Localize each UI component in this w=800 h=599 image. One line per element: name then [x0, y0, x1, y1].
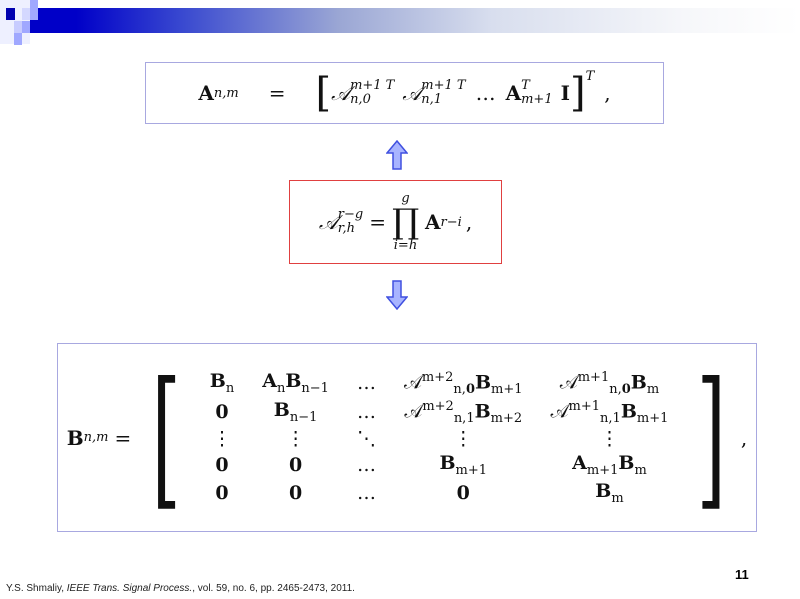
matrix-cell: Bn−1 — [273, 399, 318, 426]
matrix-cell: ⋮ — [453, 427, 473, 450]
eq1-identity: I — [560, 81, 570, 105]
matrix-cell: ⋮ — [599, 427, 619, 450]
matrix-cell: 𝒜m+1n,1Bm+1 — [550, 398, 669, 426]
matrix-cell: 0 — [288, 481, 303, 504]
matrix-cell: 0 — [288, 453, 303, 476]
bracket-left: [ — [315, 70, 332, 116]
citation: Y.S. Shmaliy, IEEE Trans. Signal Process… — [6, 583, 355, 594]
eq2-term-sub: r−i — [440, 214, 462, 230]
eq2-equals: = — [369, 210, 386, 234]
arrow-up-icon — [386, 140, 408, 170]
matrix-cell: ⋮ — [212, 427, 232, 450]
matrix-cell: ⋮ — [286, 427, 306, 450]
eq1-term2-sup: m+1 T — [421, 78, 466, 93]
eq1-lhs: A — [198, 81, 214, 105]
page-number: 11 — [735, 567, 749, 582]
decor-square — [6, 8, 15, 20]
bracket-right: ] — [569, 70, 586, 116]
eq2-lhs: 𝒜 — [318, 210, 338, 234]
matrix-cell: 𝒜m+2n,1Bm+2 — [404, 398, 523, 426]
matrix-cell: AnBn−1 — [262, 370, 329, 397]
citation-authors: Y.S. Shmaliy, — [6, 583, 67, 594]
eq2-lhs-sup: r−g — [337, 207, 364, 222]
eq1-term2-sub: n,1 — [421, 92, 443, 107]
eq1-equals: = — [268, 81, 286, 105]
eq1-term3: A — [505, 81, 522, 105]
matrix-cell: Bn — [209, 370, 235, 397]
eq1-comma: , — [604, 81, 611, 105]
eq1-lhs-sub: n,m — [213, 85, 239, 101]
citation-journal: IEEE Trans. Signal Process. — [66, 583, 193, 594]
matrix-cell: 𝒜m+1n,0Bm — [559, 369, 660, 397]
matrix-cell: 0 — [456, 481, 470, 504]
eq1-term1: 𝒜 — [331, 81, 351, 105]
matrix-cell: Bm+1 — [439, 451, 488, 478]
matrix-row: Bn AnBn−1 … 𝒜m+2n,0Bm+1 𝒜m+1n,0Bm — [196, 369, 683, 398]
matrix-cell: 0 — [215, 481, 229, 504]
eq1-term1-sub: n,0 — [350, 92, 371, 107]
block-matrix: Bn AnBn−1 … 𝒜m+2n,0Bm+1 𝒜m+1n,0Bm 0 Bn−1 … 𝒜m+2n… — [196, 369, 683, 507]
eq1-dots: … — [475, 81, 496, 105]
arrow-down-icon — [386, 280, 408, 310]
decor-square — [22, 8, 30, 20]
matrix-cell: Bm — [595, 479, 624, 506]
eq2-comma: , — [465, 210, 473, 234]
matrix-cell: 𝒜m+2n,0Bm+1 — [403, 369, 523, 397]
eq3-lhs-sub: n,m — [83, 430, 109, 445]
eq3-lhs: B — [66, 425, 84, 450]
decor-square — [30, 0, 38, 20]
eq1-term2: 𝒜 — [402, 81, 422, 105]
prod-upper: g — [401, 191, 410, 206]
title-gradient-bar — [30, 8, 800, 33]
eq3-equals: = — [114, 425, 132, 450]
eq2-term: A — [425, 210, 441, 234]
matrix-cell: Am+1Bm — [572, 451, 647, 478]
citation-details: , vol. 59, no. 6, pp. 2465-2473, 2011. — [192, 583, 355, 594]
product-symbol: ∏ — [391, 202, 420, 242]
matrix-cell: … — [356, 453, 376, 476]
eq1-transpose: T — [585, 69, 595, 84]
matrix-cell: … — [356, 401, 376, 424]
eq1-term1-sup: m+1 T — [350, 78, 395, 93]
matrix-row: 0 Bn−1 … 𝒜m+2n,1Bm+2 𝒜m+1n,1Bm+1 — [196, 398, 683, 427]
decor-square — [22, 21, 30, 33]
eq3-comma: , — [740, 425, 748, 450]
matrix-bracket-left: [ — [151, 350, 182, 525]
decor-square — [14, 33, 22, 45]
matrix-row: ⋮ ⋮ ⋱ ⋮ ⋮ — [196, 427, 683, 451]
matrix-cell: 0 — [215, 401, 229, 424]
matrix-row: 0 0 … 0 Bm — [196, 479, 683, 507]
matrix-cell: ⋱ — [356, 427, 376, 450]
eq2-lhs-sub: r,h — [337, 221, 356, 236]
matrix-cell: 0 — [215, 453, 229, 476]
matrix-cell: … — [356, 481, 376, 504]
matrix-cell: … — [356, 372, 376, 395]
eq1-term3-sup: T — [521, 78, 530, 93]
matrix-row: 0 0 … Bm+1 Am+1Bm — [196, 451, 683, 479]
matrix-bracket-right: ] — [697, 350, 727, 525]
prod-lower: i=h — [393, 238, 418, 253]
eq1-term3-sub: m+1 — [521, 92, 553, 107]
